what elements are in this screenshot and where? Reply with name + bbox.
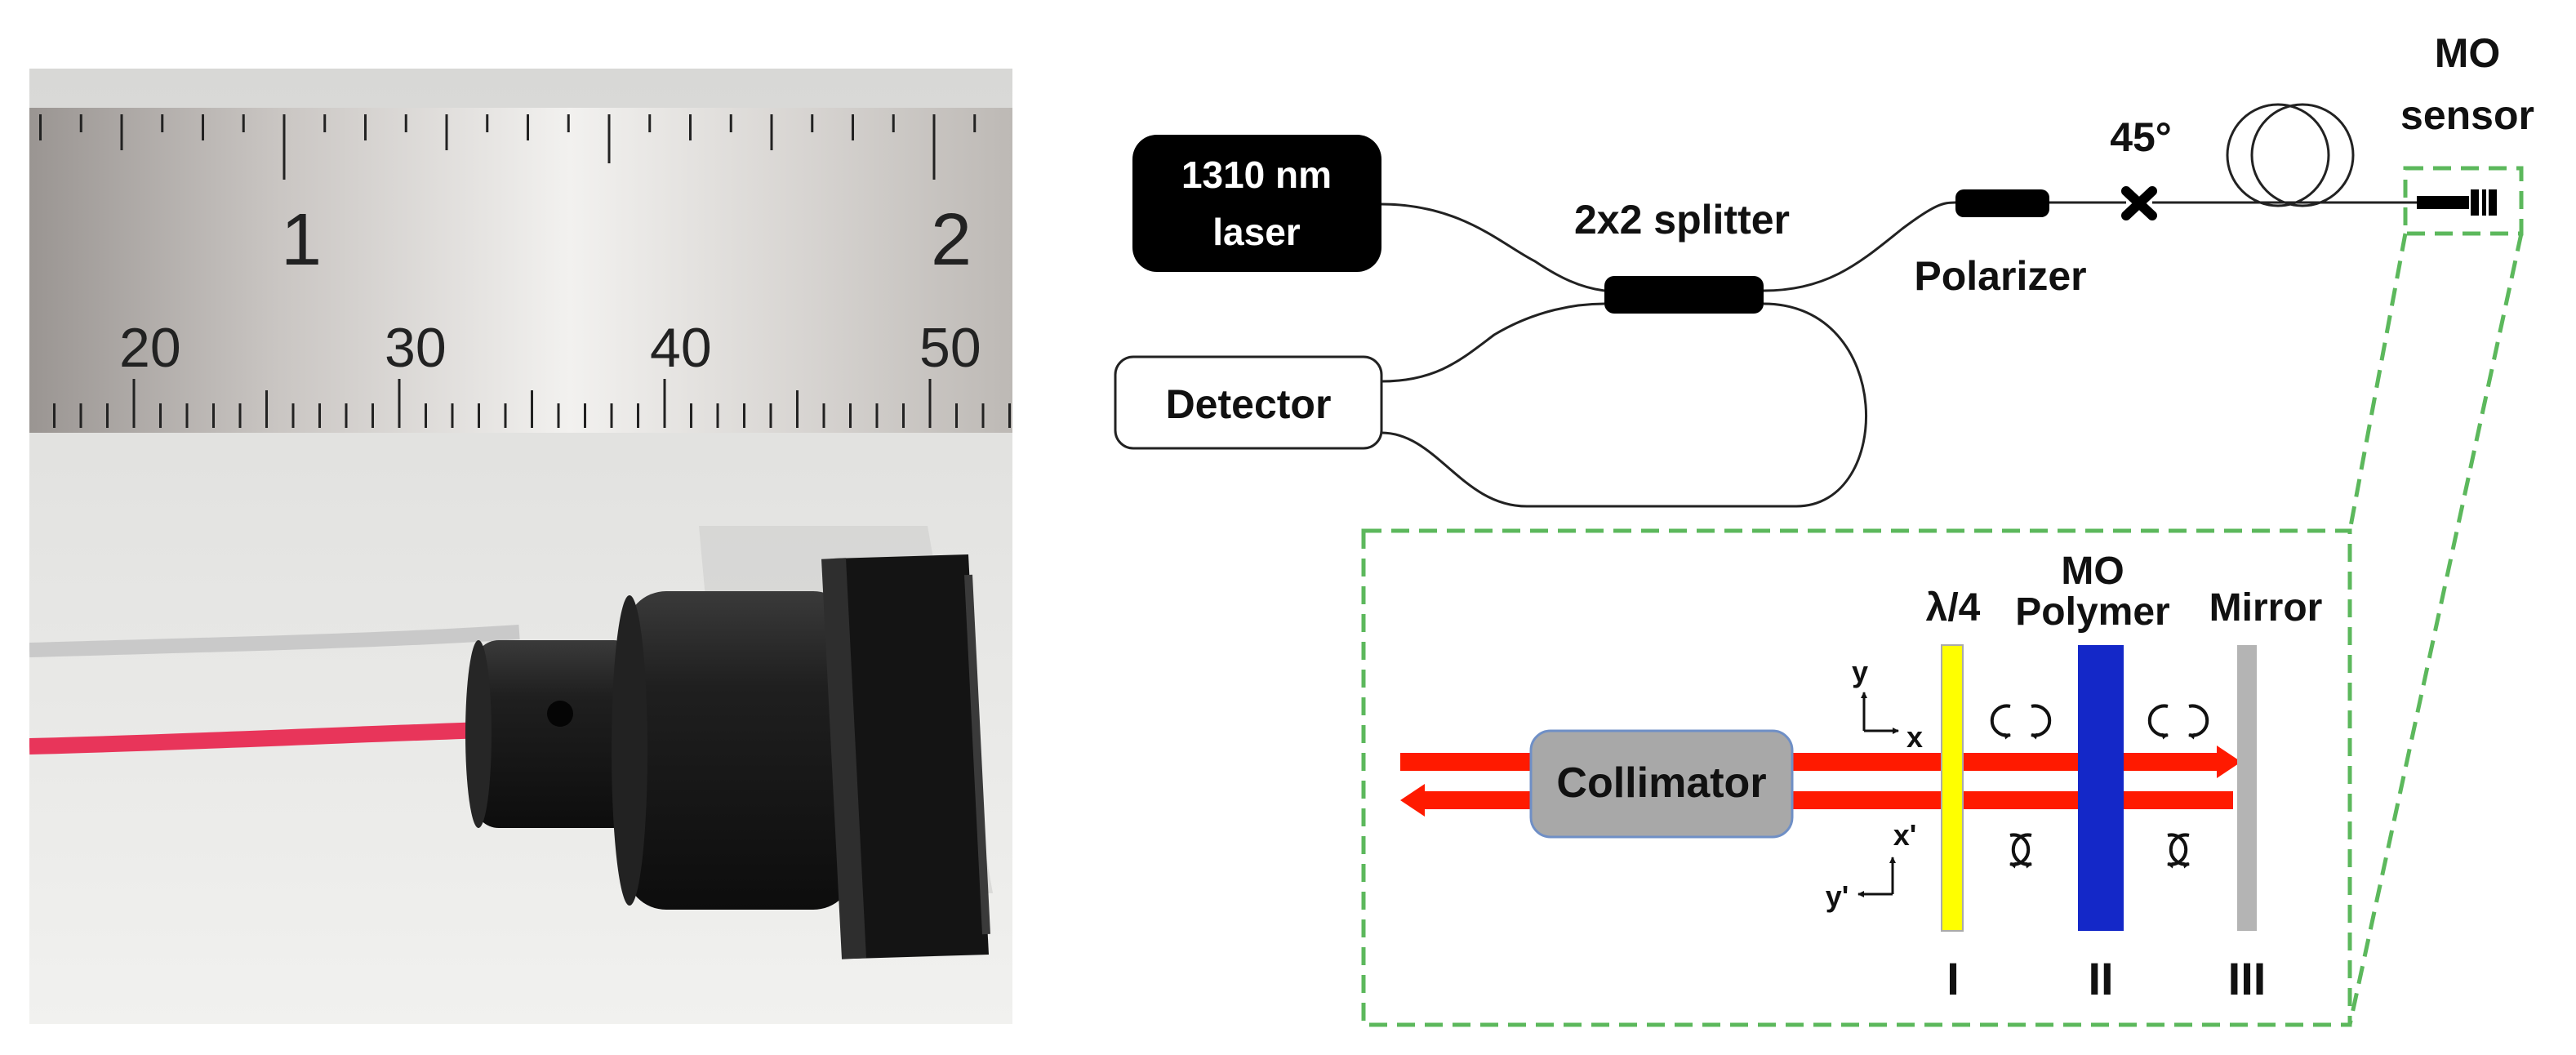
polarizer-label: Polarizer bbox=[1914, 253, 2086, 299]
angle-label: 45° bbox=[2110, 114, 2172, 160]
sensor-photo: 1 2 20 30 40 50 bbox=[29, 69, 1012, 1024]
detector-label: Detector bbox=[1166, 381, 1332, 427]
splice-cross-icon bbox=[2121, 186, 2157, 220]
splitter-label: 2x2 splitter bbox=[1574, 197, 1790, 243]
sensor-device bbox=[465, 554, 990, 959]
axis-label-y-prime: y' bbox=[1826, 879, 1849, 913]
laser-label-line1: 1310 nm bbox=[1181, 154, 1332, 196]
polarizer-body bbox=[1955, 189, 2049, 217]
axis-label-x-prime: x' bbox=[1893, 818, 1917, 852]
mirror-label: Mirror bbox=[2209, 586, 2323, 630]
fiber-coil-icon bbox=[2226, 103, 2355, 207]
mirror-element bbox=[2237, 645, 2257, 931]
axes-bottom-icon bbox=[1857, 857, 1896, 897]
waveplate-label: λ/4 bbox=[1926, 586, 1981, 630]
steel-ruler bbox=[29, 108, 1012, 433]
ruler-mm-label-30: 30 bbox=[385, 317, 447, 379]
zoom-indicator bbox=[1361, 166, 2524, 1027]
laser-box bbox=[1132, 135, 1381, 272]
laser-label-line2: laser bbox=[1212, 211, 1301, 253]
collimator-label: Collimator bbox=[1556, 759, 1766, 807]
ruler-inch-label-1: 1 bbox=[281, 199, 322, 281]
detector-box bbox=[1114, 355, 1383, 450]
polymer-label-line1: MO bbox=[2061, 550, 2124, 593]
waveplate-element bbox=[1941, 644, 1964, 932]
mo-polymer-element bbox=[2078, 645, 2124, 931]
axis-label-y: y bbox=[1852, 655, 1868, 688]
ruler-ticks-top bbox=[39, 114, 977, 180]
polymer-label-line2: Polymer bbox=[2015, 590, 2169, 634]
numeral-ii: II bbox=[2088, 953, 2113, 1004]
numeral-iii: III bbox=[2228, 953, 2267, 1004]
sensor-label-line1: MO bbox=[2435, 30, 2501, 76]
splitter-body bbox=[1604, 276, 1764, 314]
sensor-label-line2: sensor bbox=[2400, 92, 2534, 138]
axis-label-x: x bbox=[1906, 720, 1923, 754]
numeral-i: I bbox=[1946, 953, 1960, 1004]
fiber-paths bbox=[1381, 201, 2417, 508]
ruler-inch-label-2: 2 bbox=[931, 199, 972, 281]
fiber-cable bbox=[29, 722, 487, 755]
ruler-mm-label-50: 50 bbox=[919, 317, 981, 379]
mo-sensor-icon bbox=[2417, 189, 2497, 216]
axes-top-icon bbox=[1861, 692, 1899, 734]
collimator-box bbox=[1529, 729, 1794, 839]
inset-box bbox=[1361, 528, 2352, 1027]
polarization-symbols bbox=[1990, 704, 2209, 869]
ruler-mm-label-20: 20 bbox=[119, 317, 181, 379]
ruler-ticks-bottom bbox=[53, 379, 1011, 428]
ruler-mm-label-40: 40 bbox=[650, 317, 712, 379]
cable-shadow bbox=[29, 625, 520, 657]
